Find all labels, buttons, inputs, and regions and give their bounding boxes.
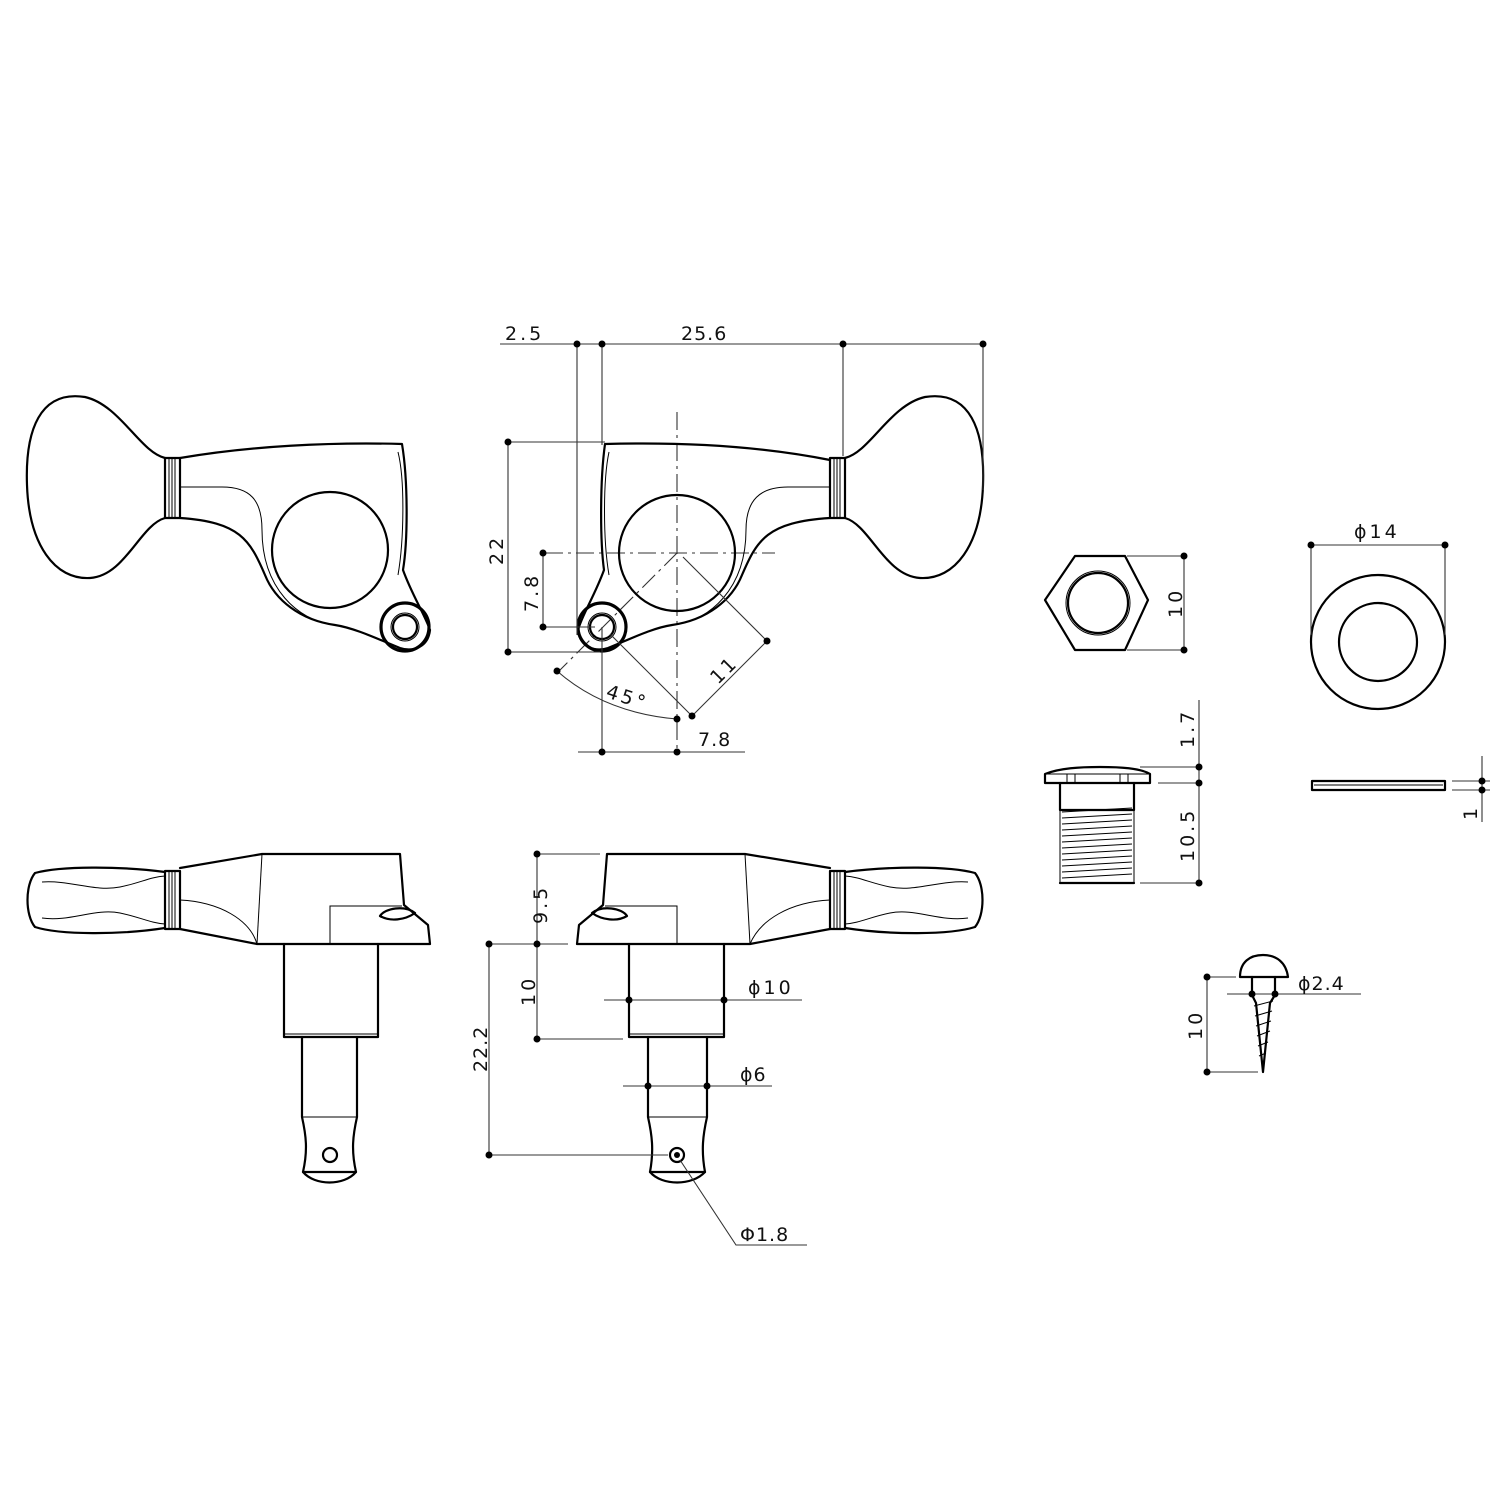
dim-hex-width: 10: [1165, 588, 1187, 618]
dim-post-base-diameter: ϕ10: [748, 977, 794, 999]
dim-diagonal: 11: [706, 652, 743, 689]
washer-top-view: ϕ14: [1307, 521, 1449, 711]
front-view-right: 2.5 25.6 22 7.8 7.8 11 45°: [486, 323, 987, 756]
dim-bushing-flange: 1.7: [1177, 709, 1199, 748]
hex-bushing-top-view: 10: [1043, 552, 1188, 654]
dim-screw-hole-horizontal: 7.8: [698, 729, 731, 751]
dim-height: 22: [486, 535, 508, 565]
washer-side-view: 1: [1310, 756, 1490, 822]
dim-string-hole-diameter: Φ1.8: [740, 1224, 789, 1246]
mounting-screw: 10 ϕ2.4: [1185, 953, 1361, 1076]
dim-top-offset: 2.5: [505, 323, 544, 345]
side-view-left: [26, 852, 432, 1184]
dim-screw-length: 10: [1185, 1010, 1207, 1040]
dim-bushing-post-height: 10: [518, 976, 540, 1006]
dim-top-length: 25.6: [681, 323, 727, 345]
dim-washer-thickness: 1: [1460, 805, 1482, 820]
dim-washer-diameter: ϕ14: [1354, 521, 1400, 543]
front-view-left: [25, 395, 432, 653]
dim-post-total-height: 22.2: [470, 1026, 492, 1072]
dim-screw-diameter: ϕ2.4: [1298, 973, 1345, 995]
dim-screw-hole-vertical: 7.8: [521, 573, 543, 612]
side-view-right: 9.5 10 22.2 ϕ10 ϕ6 Φ1.8: [470, 850, 984, 1246]
dim-post-diameter: ϕ6: [740, 1064, 767, 1086]
thread: [1059, 807, 1135, 883]
bushing-side-view: 1.7 10.5: [1043, 700, 1203, 887]
diagonal-centerline: [556, 552, 678, 674]
dim-housing-height: 9.5: [530, 885, 552, 924]
dim-bushing-length: 10.5: [1177, 808, 1199, 862]
